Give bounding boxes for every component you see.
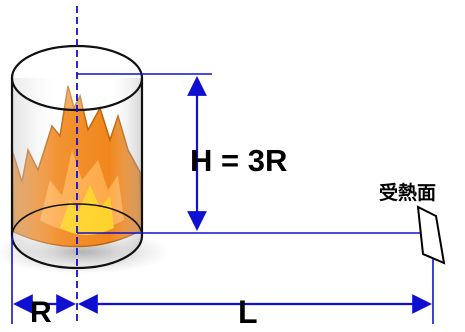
radius-label: R — [30, 296, 52, 329]
receiver-panel — [416, 205, 446, 265]
distance-label: L — [238, 294, 258, 330]
cylinder-bottom-front — [10, 235, 144, 270]
height-label: H = 3R — [190, 143, 288, 178]
receiver-label: 受熱面 — [379, 182, 437, 204]
